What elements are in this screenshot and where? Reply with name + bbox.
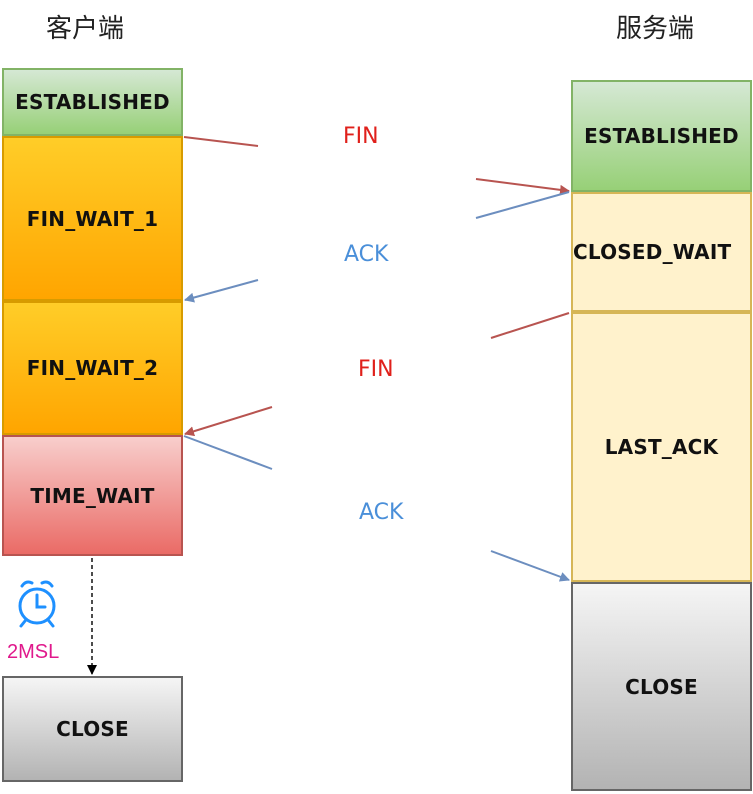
client-state-close: CLOSE <box>2 676 183 782</box>
ack-1-arrow-right <box>475 191 570 219</box>
fin-1-arrow-right <box>475 178 570 195</box>
server-state-closed-wait: CLOSED_WAIT <box>571 192 752 312</box>
server-state-close: CLOSE <box>571 582 752 791</box>
ack-2-arrow-right <box>490 550 570 582</box>
ack-1-arrow-left <box>184 279 259 303</box>
alarm-clock-icon <box>18 580 56 628</box>
client-state-established: ESTABLISHED <box>2 68 183 136</box>
message-ack-2: ACK <box>359 500 404 525</box>
client-state-fin-wait-1: FIN_WAIT_1 <box>2 136 183 301</box>
server-state-established: ESTABLISHED <box>571 80 752 192</box>
server-title: 服务端 <box>616 14 695 44</box>
fin-2-arrow-right <box>490 312 570 339</box>
message-ack-1: ACK <box>344 242 389 267</box>
client-title: 客户端 <box>46 14 125 44</box>
message-fin-2: FIN <box>358 357 394 382</box>
client-state-fin-wait-2: FIN_WAIT_2 <box>2 301 183 435</box>
fin-2-arrow-left <box>184 406 273 437</box>
ack-2-arrow-left <box>183 435 273 470</box>
timer-label: 2MSL <box>7 641 60 663</box>
client-state-time-wait: TIME_WAIT <box>2 435 183 556</box>
fin-1-arrow-left <box>183 136 259 147</box>
server-state-last-ack: LAST_ACK <box>571 312 752 582</box>
message-fin-1: FIN <box>343 124 379 149</box>
